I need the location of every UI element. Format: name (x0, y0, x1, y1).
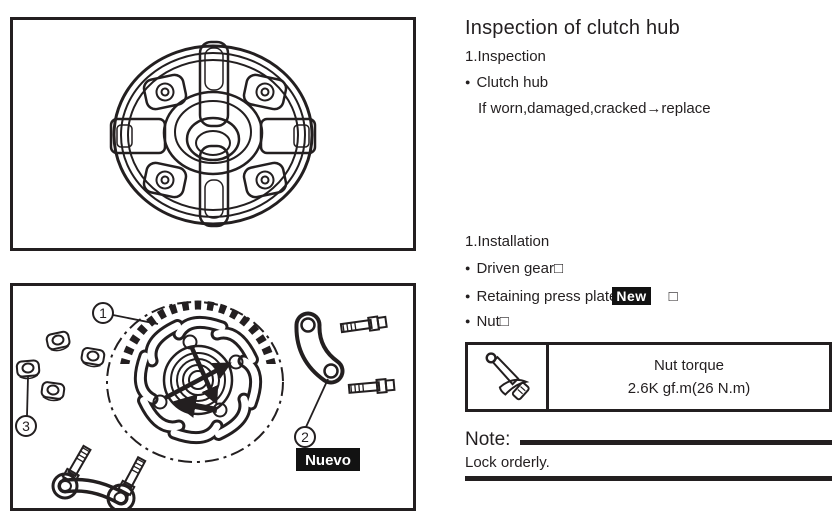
hub-tabs (198, 40, 230, 228)
callout-1: 1 (92, 302, 159, 325)
bottom-rule (465, 476, 832, 481)
callout-3: 3 (15, 376, 37, 437)
torque-value: 2.6K gf.m(26 N.m) (627, 380, 751, 397)
svg-text:3: 3 (22, 418, 30, 434)
note-rule (520, 439, 832, 445)
installation-item-driven-gear: ● Driven gear□ (465, 260, 563, 277)
nut-label: Nut□ (476, 313, 509, 330)
new-badge: New (612, 287, 651, 305)
inspection-step-label: 1.Inspection (465, 48, 546, 65)
driven-gear-label: Driven gear□ (476, 260, 564, 277)
svg-text:1: 1 (99, 305, 107, 321)
hub-side-arms (109, 117, 317, 155)
inspection-condition: If worn,damaged,cracked→replace (478, 100, 711, 117)
hub-center-bore (162, 90, 264, 176)
torque-title: Nut torque (653, 357, 725, 374)
clutch-hub-illustration (109, 40, 317, 228)
installation-step-label: 1.Installation (465, 233, 550, 250)
nuevo-badge: Nuevo (296, 448, 360, 471)
sprocket-teeth (120, 300, 276, 364)
lock-link-assembly (51, 443, 149, 508)
bullet-icon: ● (465, 77, 471, 87)
bullet-icon: ● (465, 263, 471, 273)
torque-wrench-icon (485, 352, 530, 401)
inspection-item: ● Clutch hub (465, 74, 548, 91)
retaining-plate-suffix: □ (668, 287, 678, 305)
inspection-item-label: Clutch hub (476, 74, 549, 91)
bullet-icon: ● (465, 290, 471, 301)
bullet-icon: ● (465, 316, 471, 326)
gear-hub (162, 344, 234, 416)
pitch-circle (106, 301, 284, 463)
hub-bosses (142, 73, 288, 199)
nuts (15, 329, 107, 403)
torque-text-cell: Nut torque 2.6K gf.m(26 N.m) (549, 345, 829, 409)
note-row: Note: (465, 429, 832, 451)
bolts-right (339, 314, 396, 397)
callout-2: 2 (294, 378, 329, 448)
driven-gear-figure: 1 2 3 Nuevo (10, 283, 416, 511)
svg-text:Nuevo: Nuevo (305, 452, 351, 469)
clutch-hub-figure (10, 17, 416, 251)
page-title: Inspection of clutch hub (465, 17, 680, 39)
note-text: Lock orderly. (465, 454, 550, 471)
retaining-press-plate (294, 311, 345, 385)
torque-spec-box: Nut torque 2.6K gf.m(26 N.m) (465, 342, 832, 412)
svg-text:2: 2 (301, 429, 309, 445)
retaining-plate-label: Retaining press plate (476, 287, 618, 305)
installation-item-nut: ● Nut□ (465, 313, 509, 330)
torque-icon-cell (468, 345, 549, 409)
installation-item-retaining-plate: ● Retaining press plate New □ (465, 287, 678, 305)
note-label: Note: (465, 429, 511, 450)
tightening-order-arrows (152, 334, 244, 418)
driven-gear-assembly-illustration: 1 2 3 Nuevo (15, 300, 396, 508)
